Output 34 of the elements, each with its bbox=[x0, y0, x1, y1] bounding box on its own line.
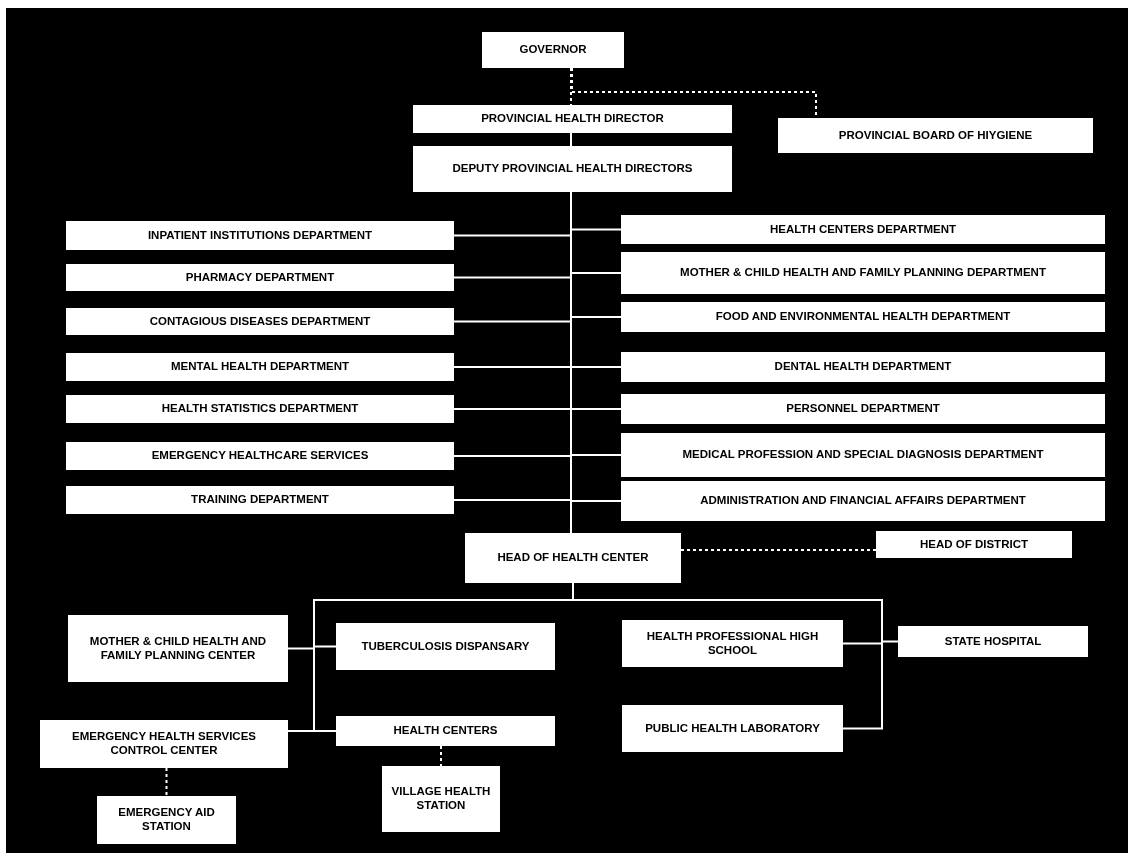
org-unit-box: EMERGENCY HEALTH SERVICES CONTROL CENTER bbox=[40, 720, 288, 768]
org-unit-box: GOVERNOR bbox=[482, 32, 624, 68]
org-unit-box: HEALTH PROFESSIONAL HIGH SCHOOL bbox=[622, 620, 843, 667]
org-unit-box: STATE HOSPITAL bbox=[898, 626, 1088, 657]
connector-line bbox=[165, 767, 168, 797]
org-unit-box: ADMINISTRATION AND FINANCIAL AFFAIRS DEPARTMENT bbox=[621, 481, 1105, 521]
org-unit-box: HEALTH CENTERS bbox=[336, 716, 555, 746]
org-unit-box: DEPUTY PROVINCIAL HEALTH DIRECTORS bbox=[413, 146, 732, 192]
org-unit-box: MOTHER & CHILD HEALTH AND FAMILY PLANNING DEPARTMENT bbox=[621, 252, 1105, 294]
org-unit-box: HEAD OF DISTRICT bbox=[876, 531, 1072, 558]
org-unit-box: EMERGENCY AID STATION bbox=[97, 796, 236, 844]
org-unit-box: PROVINCIAL HEALTH DIRECTOR bbox=[413, 105, 732, 133]
org-unit-box: CONTAGIOUS DISEASES DEPARTMENT bbox=[66, 308, 454, 335]
org-unit-box: VILLAGE HEALTH STATION bbox=[382, 766, 500, 832]
org-unit-box: TRAINING DEPARTMENT bbox=[66, 486, 454, 514]
org-unit-box: MOTHER & CHILD HEALTH AND FAMILY PLANNING CENTER bbox=[68, 615, 288, 682]
org-unit-box: PROVINCIAL BOARD OF HIYGIENE bbox=[778, 118, 1093, 153]
org-unit-box: EMERGENCY HEALTHCARE SERVICES bbox=[66, 442, 454, 470]
org-unit-box: PUBLIC HEALTH LABORATORY bbox=[622, 705, 843, 752]
connector-line bbox=[440, 745, 442, 767]
connector-line bbox=[680, 549, 877, 551]
org-unit-box: TUBERCULOSIS DISPANSARY bbox=[336, 623, 555, 670]
connector-line bbox=[570, 67, 572, 106]
org-unit-box: FOOD AND ENVIRONMENTAL HEALTH DEPARTMENT bbox=[621, 302, 1105, 332]
connector-line bbox=[570, 132, 572, 147]
org-unit-box: MENTAL HEALTH DEPARTMENT bbox=[66, 353, 454, 381]
org-unit-box: INPATIENT INSTITUTIONS DEPARTMENT bbox=[66, 221, 454, 250]
org-unit-box: HEALTH STATISTICS DEPARTMENT bbox=[66, 395, 454, 423]
org-unit-box: PHARMACY DEPARTMENT bbox=[66, 264, 454, 291]
org-unit-box: HEALTH CENTERS DEPARTMENT bbox=[621, 215, 1105, 244]
org-unit-box: DENTAL HEALTH DEPARTMENT bbox=[621, 352, 1105, 382]
org-unit-box: PERSONNEL DEPARTMENT bbox=[621, 394, 1105, 424]
org-unit-box: HEAD OF HEALTH CENTER bbox=[465, 533, 681, 583]
org-unit-box: MEDICAL PROFESSION AND SPECIAL DIAGNOSIS DEPARTMENT bbox=[621, 433, 1105, 477]
